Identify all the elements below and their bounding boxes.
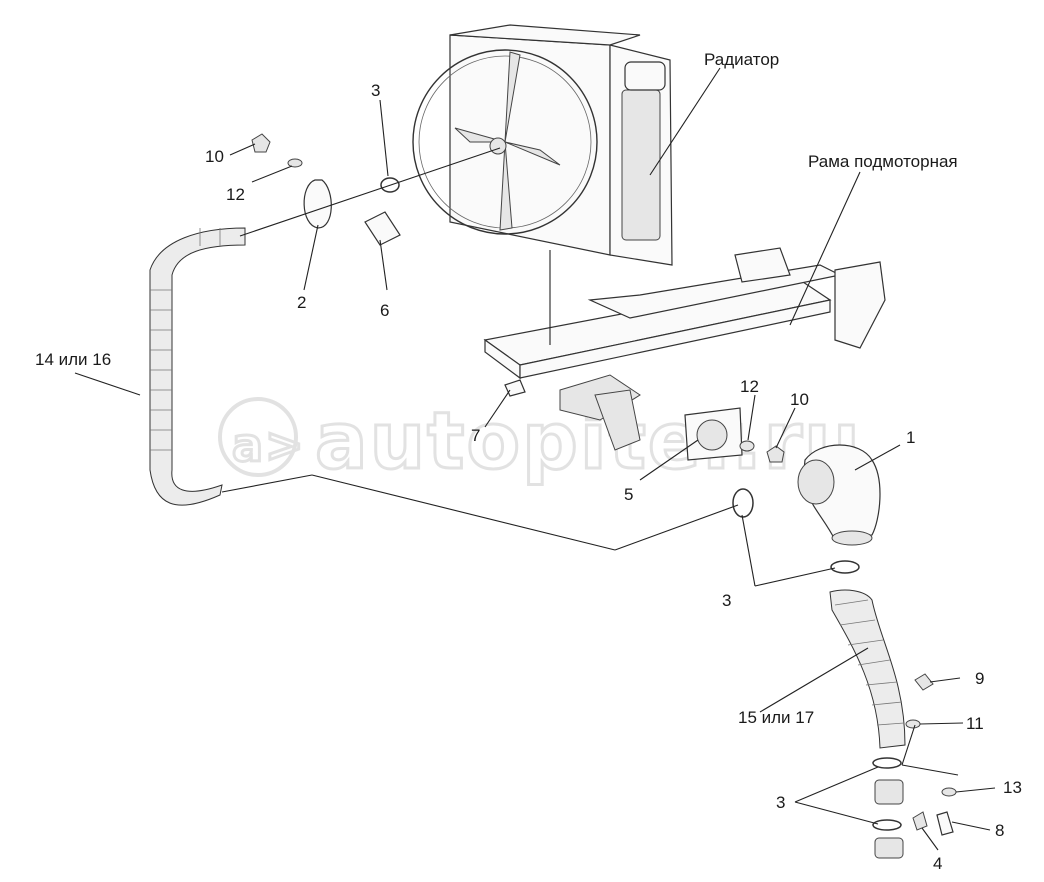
- part-5-flange: [684, 407, 743, 461]
- part-13: [941, 787, 957, 797]
- label-part-12-right: 12: [740, 377, 759, 396]
- nut-10-left: [251, 133, 271, 153]
- watermark: a> autopiter.ru: [218, 396, 861, 489]
- label-15-17: 15 или 17: [738, 708, 814, 727]
- part-4: [912, 811, 928, 831]
- label-part-12-left: 12: [226, 185, 245, 204]
- coupling-lower: [874, 837, 904, 859]
- label-part-10-right: 10: [790, 390, 809, 409]
- leader-lines: [74, 67, 996, 851]
- label-part-4: 4: [933, 854, 942, 873]
- coupling-upper: [874, 779, 904, 805]
- radiator: [412, 24, 673, 266]
- clamp-3-mid-b: [830, 560, 860, 574]
- part-1-elbow: [797, 444, 881, 546]
- label-part-7: 7: [471, 426, 480, 445]
- label-part-10-left: 10: [205, 147, 224, 166]
- label-part-3-mid: 3: [722, 591, 731, 610]
- label-engine-frame: Рама подмоторная: [808, 152, 958, 171]
- label-part-3-bottom: 3: [776, 793, 785, 812]
- label-14-16: 14 или 16: [35, 350, 111, 369]
- hose-15-17: [829, 589, 906, 749]
- label-part-6: 6: [380, 301, 389, 320]
- clamp-3-top: [380, 177, 400, 193]
- label-part-5: 5: [624, 485, 633, 504]
- clamp-3-mid-a: [732, 488, 754, 518]
- label-part-1: 1: [906, 428, 915, 447]
- bolt-6: [364, 211, 401, 246]
- nut-10-right: [766, 445, 785, 463]
- label-part-13: 13: [1003, 778, 1022, 797]
- clamp-3-low-b: [872, 819, 902, 831]
- labels: Радиатор Рама подмоторная 14 или 16 15 и…: [35, 50, 1022, 873]
- label-part-8: 8: [995, 821, 1004, 840]
- washer-12-left: [287, 158, 303, 168]
- engine-frame: [483, 247, 886, 451]
- label-part-9: 9: [975, 669, 984, 688]
- clamp-3-low-a: [872, 757, 902, 769]
- clamp-2: [303, 179, 332, 229]
- watermark-logo: a>: [232, 418, 306, 472]
- watermark-logo-icon: [218, 397, 298, 477]
- part-8: [936, 811, 954, 836]
- label-part-2: 2: [297, 293, 306, 312]
- label-part-3-top: 3: [371, 81, 380, 100]
- part-9: [914, 673, 934, 691]
- label-part-11: 11: [966, 714, 984, 733]
- label-radiator: Радиатор: [704, 50, 779, 69]
- part-11: [905, 719, 921, 729]
- hose-14-16: [149, 227, 246, 506]
- washer-12-right: [739, 440, 755, 452]
- small-parts: [251, 133, 957, 859]
